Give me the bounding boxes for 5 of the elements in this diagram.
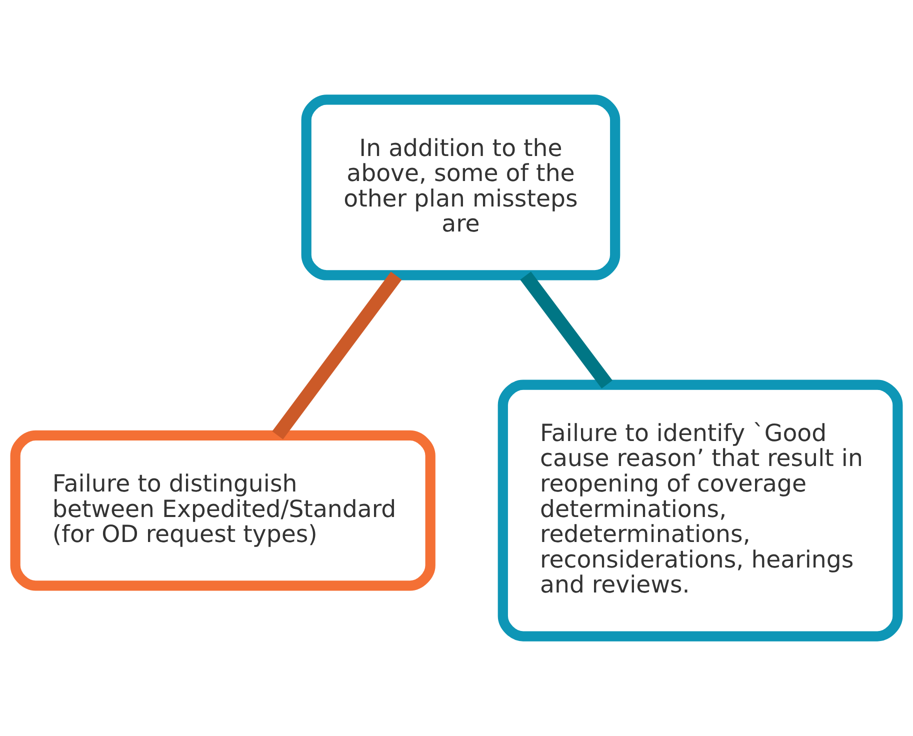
connector	[272, 272, 402, 440]
node-box: Failure to distinguish between Expedited/Standard (for OD request types)	[10, 430, 436, 591]
node-box: In addition to the above, some of the other plan missteps are	[301, 94, 620, 280]
connector	[520, 272, 612, 388]
node-box: Failure to identify `Good cause reason’ that result in reopening of coverage determinations, redeterminations, reconsiderations, hearings and reviews.	[498, 380, 903, 642]
